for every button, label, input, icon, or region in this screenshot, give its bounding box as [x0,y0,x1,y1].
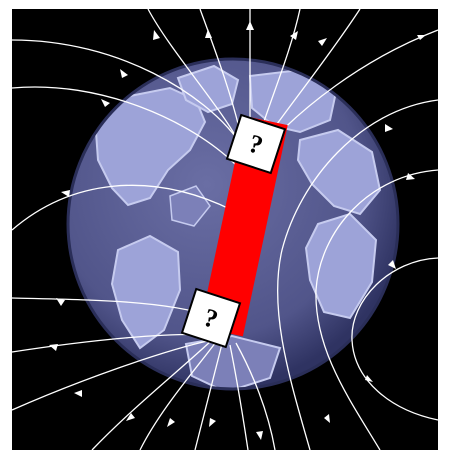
diagram-canvas: ? ? [0,0,450,457]
magnetic-field-diagram: ? ? [0,0,450,457]
